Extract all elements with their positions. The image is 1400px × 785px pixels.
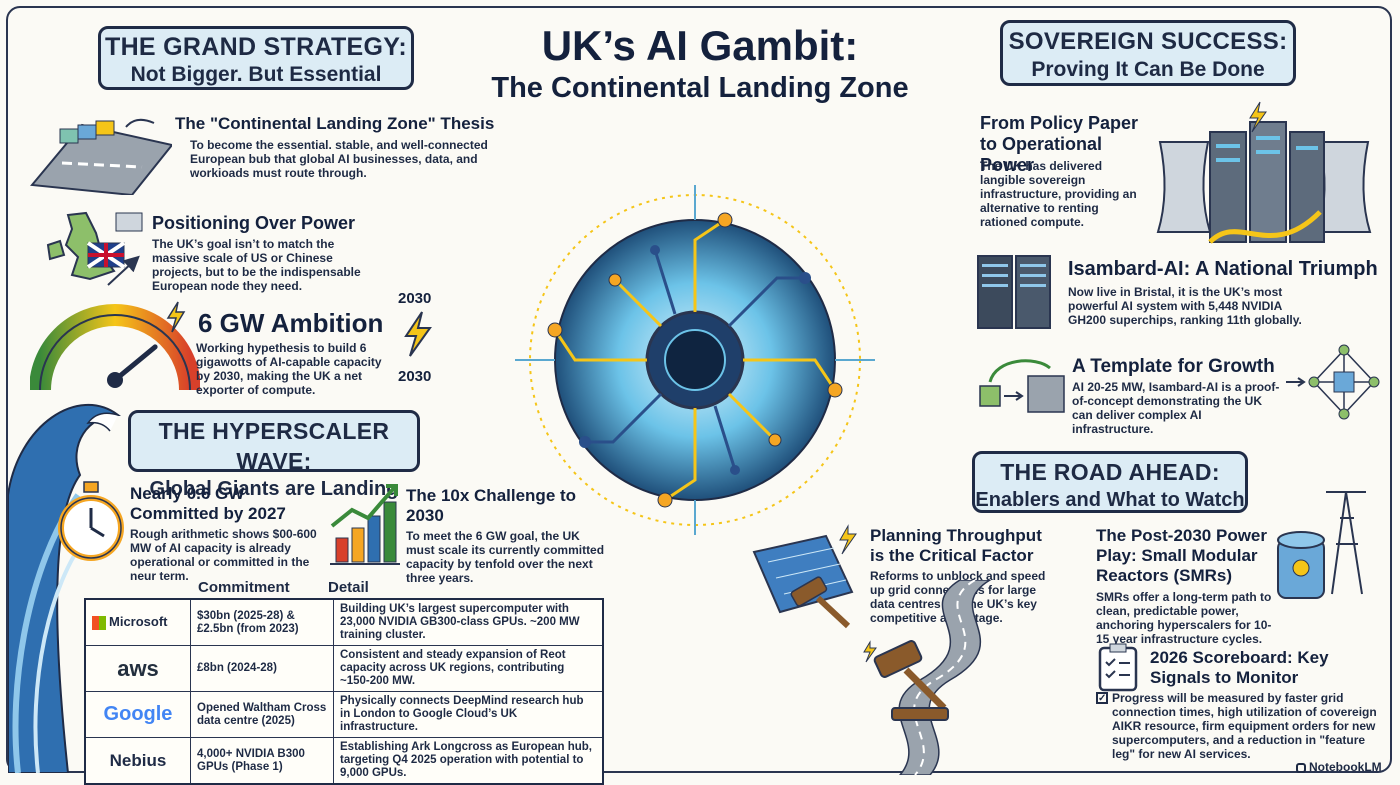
commitment-cell: $30bn (2025-28) & £2.5bn (from 2023) [190,598,334,646]
blueprint-gavel-icon [752,524,857,629]
lightning-icon [166,301,186,333]
table-row: Nebius 4,000+ NVIDIA B300 GPUs (Phase 1)… [84,737,604,785]
template-body: AI 20-25 MW, Isambard-AI is a proof-of-c… [1072,380,1280,436]
positioning-body: The UK’s goal isn’t to match the massive… [152,237,361,293]
company-logo-google: Google [84,691,191,738]
lightning-icon [404,311,432,357]
data-center-icon [1156,101,1372,244]
year-bottom: 2030 [398,368,432,385]
stopwatch-icon [58,481,124,561]
server-rack-icon [977,255,1051,329]
isambard-body: Now live in Bristal, it is the UK’s most… [1068,285,1302,327]
microsoft-logo-icon [92,615,106,630]
footer-brand: NotebookLM [1296,760,1382,774]
title-line1: UK’s AI Gambit: [541,22,859,69]
company-logo-microsoft: Microsoft [84,598,191,646]
committed-body: Rough arithmetic shows $00-600 MW of AI … [130,527,317,583]
grand-strategy-subheading: Not Bigger. But Essential [130,63,382,86]
growth-arrow-icon [979,359,1065,413]
detail-cell: Building UK’s largest supercomputer with… [333,598,604,646]
thesis-title: The "Continental Landing Zone" Thesis [175,114,495,133]
uk-map-icon [46,211,143,286]
checkbox-icon: ✓ [1096,692,1108,704]
grand-strategy-heading: THE GRAND STRATEGY: [105,33,407,61]
smr-reactor-icon [1277,491,1366,599]
grand-strategy-banner: THE GRAND STRATEGY: Not Bigger. But Esse… [98,26,414,90]
scoreboard-body: Progress will be measured by faster grid… [1112,691,1377,761]
ai-chip-globe-icon [515,185,875,535]
checklist-icon [1098,643,1138,692]
smr-title: The Post-2030 Power Play: Small Modular … [1096,526,1268,585]
runway-icon [30,118,172,195]
thesis-body: To become the essential. stable, and wel… [190,138,488,180]
road-icon [898,580,992,775]
challenge-body: To meet the 6 GW goal, the UK must scale… [406,529,605,585]
template-title: A Template for Growth [1072,356,1275,377]
page-frame [6,6,1392,773]
isambard-title: Isambard-AI: A National Triumph [1068,258,1378,280]
gauge-icon [30,304,200,391]
table-row: Microsoft $30bn (2025-28) & £2.5bn (from… [84,598,604,646]
sovereign-banner: SOVEREIGN SUCCESS: Proving It Can Be Don… [1000,20,1296,86]
sovereign-heading: SOVEREIGN SUCCESS: [1008,28,1288,55]
policy-body: The UK has delivered langible sovereign … [980,159,1137,229]
commitment-cell: £8bn (2024-28) [190,645,334,692]
hyperscaler-heading: THE HYPERSCALER WAVE: [158,418,390,474]
road-ahead-heading: THE ROAD AHEAD: [1000,459,1220,485]
network-cube-icon [1286,344,1380,420]
challenge-title: The 10x Challenge to 2030 [406,486,577,525]
commitment-table: Microsoft $30bn (2025-28) & £2.5bn (from… [84,598,604,785]
year-top: 2030 [398,290,432,307]
gavel-icon [863,640,949,721]
smr-body: SMRs offer a long-term path to clean, pr… [1096,590,1272,646]
positioning-title: Positioning Over Power [152,213,356,233]
company-logo-aws: aws [84,645,191,692]
planning-title: Planning Throughput is the Critical Fact… [870,526,1042,565]
col-detail-header: Detail [328,579,369,596]
commitment-cell: Opened Waltham Cross data centre (2025) [190,691,334,738]
ambition-title: 6 GW Ambition [198,308,384,338]
ambition-body: Working hypethesis to build 6 gigawotts … [196,341,382,397]
hyperscaler-banner: THE HYPERSCALER WAVE: Global Giants are … [128,410,420,500]
main-title: UK’s AI Gambit: The Continental Landing … [480,22,920,106]
road-ahead-subheading: Enablers and What to Watch [975,489,1245,511]
table-row: aws £8bn (2024-28) Consistent and steady… [84,645,604,692]
table-row: Google Opened Waltham Cross data centre … [84,691,604,738]
detail-cell: Physically connects DeepMind research hu… [333,691,604,738]
detail-cell: Consistent and steady expansion of Reot … [333,645,604,692]
committed-title: Nearly 0.6 GW Committed by 2027 [130,484,286,523]
commitment-cell: 4,000+ NVIDIA B300 GPUs (Phase 1) [190,737,334,785]
detail-cell: Establishing Ark Longcross as European h… [333,737,604,785]
growth-chart-icon [330,484,400,565]
hyperscaler-subheading: Global Giants are Landing [149,478,399,500]
company-logo-nebius: Nebius [84,737,191,785]
scoreboard-title: 2026 Scoreboard: Key Signals to Monitor [1150,648,1329,687]
sovereign-subheading: Proving It Can Be Done [1031,58,1265,81]
road-ahead-banner: THE ROAD AHEAD: Enablers and What to Wat… [972,451,1248,513]
col-commitment-header: Commitment [198,579,290,596]
title-line2: The Continental Landing Zone [491,72,909,104]
policy-title: From Policy Paper to Operational Power [980,113,1139,175]
notebooklm-logo-icon [1296,763,1306,773]
